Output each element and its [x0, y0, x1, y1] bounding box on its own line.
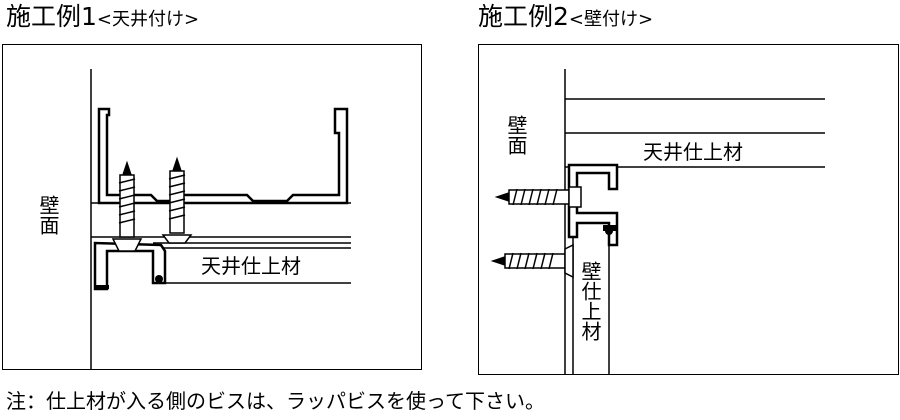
screw-icon: [490, 243, 574, 279]
example2-drawing: [490, 69, 825, 374]
ceiling-material-label: 天井仕上材: [643, 140, 743, 164]
runner-wheel: [155, 275, 163, 283]
example1-title: 施工例1<天井付け>: [6, 2, 199, 35]
rail-foot: [95, 285, 109, 289]
example1-drawing: [90, 69, 351, 369]
example2-title-main: 施工例2: [478, 2, 569, 31]
wall-rail-profile: [567, 163, 619, 247]
example1-title-main: 施工例1: [6, 2, 97, 31]
example2-title: 施工例2<壁付け>: [478, 2, 653, 35]
installation-note: 注：仕上材が入る側のビスは、ラッパビスを使って下さい。: [6, 389, 545, 413]
screw-icon: [111, 160, 143, 252]
rail-foot: [603, 225, 617, 231]
ceiling-material-label: 天井仕上材: [201, 254, 301, 278]
screw-icon: [161, 156, 193, 244]
example1-diagram: 壁面 天井仕上材: [2, 44, 422, 370]
screw-icon: [494, 186, 582, 208]
wall-material-label: 壁仕上材: [578, 261, 602, 341]
wall-label: 壁面: [36, 195, 60, 235]
example2-title-sub: <壁付け>: [568, 9, 654, 30]
wall-label: 壁面: [504, 115, 528, 155]
u-rail-profile: [97, 107, 349, 205]
example1-title-sub: <天井付け>: [96, 9, 200, 30]
example2-diagram: 壁面 天井仕上材 壁仕上材: [478, 44, 899, 375]
